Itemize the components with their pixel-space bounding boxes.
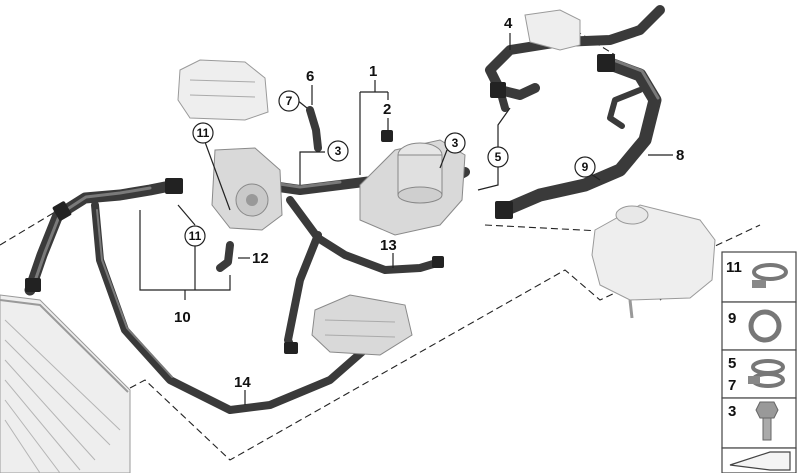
callout-6: 6 <box>306 68 314 85</box>
valve-top-right <box>524 9 581 51</box>
callout-14: 14 <box>234 374 251 391</box>
bleed-screw-2 <box>381 130 393 142</box>
expansion-tank <box>591 204 716 319</box>
callout-11-top: 11 <box>197 126 210 140</box>
callout-10: 10 <box>174 309 191 326</box>
callout-9: 9 <box>582 160 589 174</box>
hose-12 <box>216 241 234 272</box>
callout-7: 7 <box>286 94 293 108</box>
aux-pump <box>311 294 413 356</box>
hose-8 <box>495 54 662 219</box>
callout-1: 1 <box>369 63 377 80</box>
hose-13 <box>284 196 444 354</box>
callout-8: 8 <box>676 147 684 164</box>
callout-11-bottom: 11 <box>189 229 202 243</box>
callout-4: 4 <box>504 15 513 32</box>
callout-3-right: 3 <box>452 136 459 150</box>
legend-label-5: 5 <box>728 355 736 372</box>
bolt-icon-3 <box>755 401 779 441</box>
callout-2: 2 <box>383 101 391 118</box>
hose-6 <box>306 106 322 152</box>
legend-label-9: 9 <box>728 310 736 327</box>
leader-lines <box>139 33 673 405</box>
legend-label-11: 11 <box>726 259 742 276</box>
callout-5: 5 <box>495 150 502 164</box>
filter-housing <box>359 139 466 236</box>
clamp-icon-9 <box>748 309 782 343</box>
clamp-icon-11 <box>752 263 788 288</box>
callout-12: 12 <box>252 250 269 267</box>
arrow-icon <box>729 451 791 471</box>
circled-callouts <box>184 90 596 247</box>
hose-10 <box>24 178 183 296</box>
radiator <box>0 294 131 473</box>
clamp-icon-5-7 <box>748 359 785 388</box>
callout-13: 13 <box>380 237 397 254</box>
bracket-top-left <box>177 59 269 121</box>
legend-label-3: 3 <box>728 403 736 420</box>
callout-3-left: 3 <box>335 144 342 158</box>
legend-label-7: 7 <box>728 377 736 394</box>
